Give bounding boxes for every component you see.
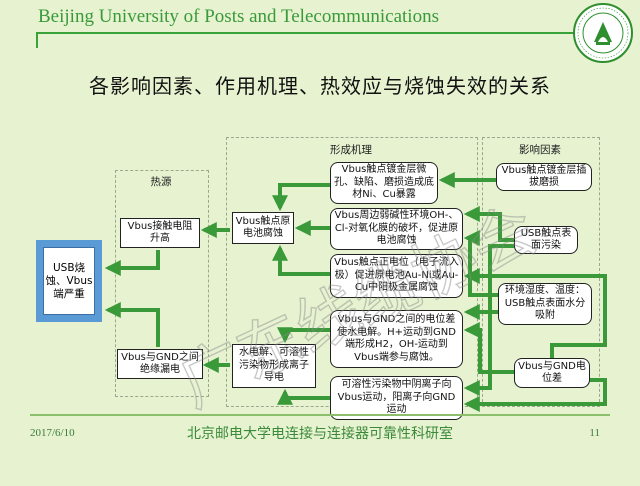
node-insulation-leak: Vbus与GND之间绝缘漏电: [117, 349, 203, 379]
footer-rule: [30, 414, 610, 416]
region-mechanism-label: 形成机理: [330, 144, 372, 156]
header-title: Beijing University of Posts and Telecomm…: [38, 6, 439, 27]
header-rule-left-tick: [36, 32, 38, 48]
node-usb-burn: USB烧蚀、Vbus端严重: [43, 247, 95, 315]
node-ion-migration: 可溶性污染物中阴离子向Vbus运动，阳离子向GND运动: [330, 376, 463, 420]
node-surface-contamination: USB触点表面污染: [514, 226, 578, 254]
page-number: 11: [589, 427, 600, 439]
node-contact-resistance: Vbus接触电阻升高: [120, 218, 200, 248]
node-plating-defects: Vbus触点镀金层微孔、缺陷、磨损造成底材Ni、Cu暴露: [330, 162, 438, 204]
node-humidity-temp: 环境湿度、温度：USB触点表面水分吸附: [498, 283, 592, 325]
university-seal-icon: [573, 3, 633, 63]
node-positive-potential: Vbus触点正电位（电子流入极）促进原电池Au-Ni或Au-Cu中阳极金属腐蚀: [330, 254, 463, 298]
header-rule: [36, 32, 576, 34]
region-heat-source-label: 热源: [150, 176, 172, 188]
node-alkaline-env: Vbus周边弱碱性环境OH-、Cl-对氧化膜的破坏，促进原电池腐蚀: [330, 208, 463, 250]
footer-lab-name: 北京邮电大学电连接与连接器可靠性科研室: [187, 426, 453, 442]
usb-burn-frame: USB烧蚀、Vbus端严重: [36, 240, 102, 322]
node-electrolysis: 水电解、可溶性污染物形成离子导电: [232, 344, 316, 388]
node-potential-difference: Vbus与GND电位差: [514, 358, 590, 388]
region-heat-source: [115, 170, 209, 397]
node-plug-wear: Vbus触点镀金层插拔磨损: [496, 163, 592, 191]
slide-title: 各影响因素、作用机理、热效应与烧蚀失效的关系: [89, 74, 551, 98]
node-vbus-corrosion: Vbus触点原电池腐蚀: [232, 212, 294, 244]
node-potential-diff-electrolysis: Vbus与GND之间的电位差使水电解。H+运动到GND端形成H2，OH-运动到V…: [330, 310, 463, 368]
footer-date: 2017/6/10: [30, 427, 75, 439]
region-factors-label: 影响因素: [519, 144, 561, 156]
